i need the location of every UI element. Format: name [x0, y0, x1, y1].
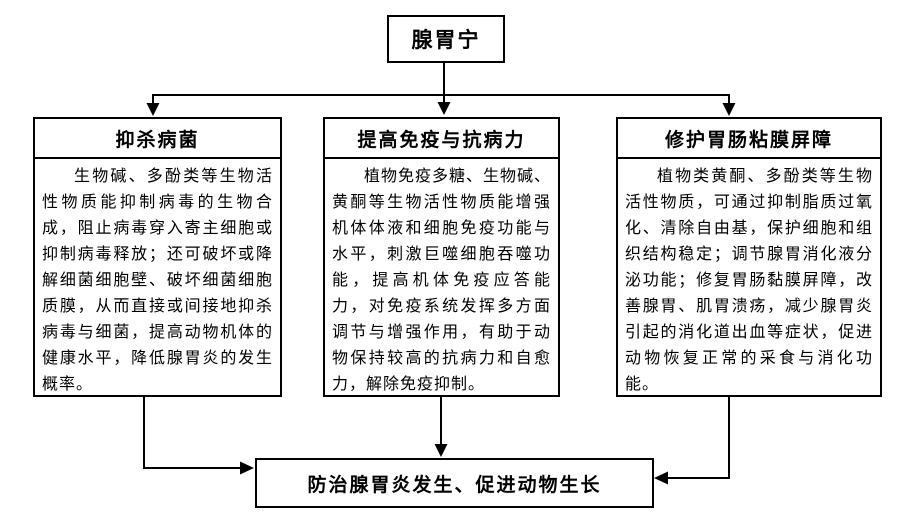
outcome-box: 防治腺胃炎发生、促进动物生长 [255, 458, 654, 508]
branch1-outcome-line [143, 397, 241, 469]
branch-box-mucosa-repair: 修护胃肠粘膜屏障 植物类黄酮、多酚类等生物活性物质，可通过抑制脂质过氧化、清除自… [616, 117, 882, 397]
branch3-arrowhead-icon [722, 103, 736, 116]
branch-title: 抑杀病菌 [35, 119, 280, 159]
branch-box-immunity: 提高免疫与抗病力 植物免疫多糖、生物碱、黄酮等生物活性物质能增强机体体液和细胞免… [323, 117, 560, 397]
branch3-outcome-arrowhead-icon [654, 471, 668, 485]
branch1-outcome-arrowhead-icon [240, 461, 254, 475]
branch-body: 植物免疫多糖、生物碱、黄酮等生物活性物质能增强机体体液和细胞免疫功能与水平，刺激… [332, 168, 552, 393]
branch-body: 生物碱、多酚类等生物活性物质能抑制病毒的生物合成，阻止病毒穿入寄主细胞或抑制病毒… [42, 168, 273, 393]
branch-title: 修护胃肠粘膜屏障 [618, 119, 880, 159]
branch-title: 提高免疫与抗病力 [325, 119, 558, 159]
root-label: 腺胃宁 [411, 28, 481, 52]
branch-body: 植物类黄酮、多酚类等生物活性物质，可通过抑制脂质过氧化、清除自由基，保护细胞和组… [625, 168, 873, 393]
branch2-outcome-arrowhead-icon [434, 444, 448, 457]
branch3-outcome-line [668, 397, 730, 479]
root-box: 腺胃宁 [387, 15, 505, 63]
branch1-arrowhead-icon [146, 103, 160, 116]
branch2-arrowhead-icon [437, 102, 451, 115]
branch-box-antibacterial: 抑杀病菌 生物碱、多酚类等生物活性物质能抑制病毒的生物合成，阻止病毒穿入寄主细胞… [33, 117, 282, 397]
outcome-label: 防治腺胃炎发生、促进动物生长 [307, 474, 602, 496]
